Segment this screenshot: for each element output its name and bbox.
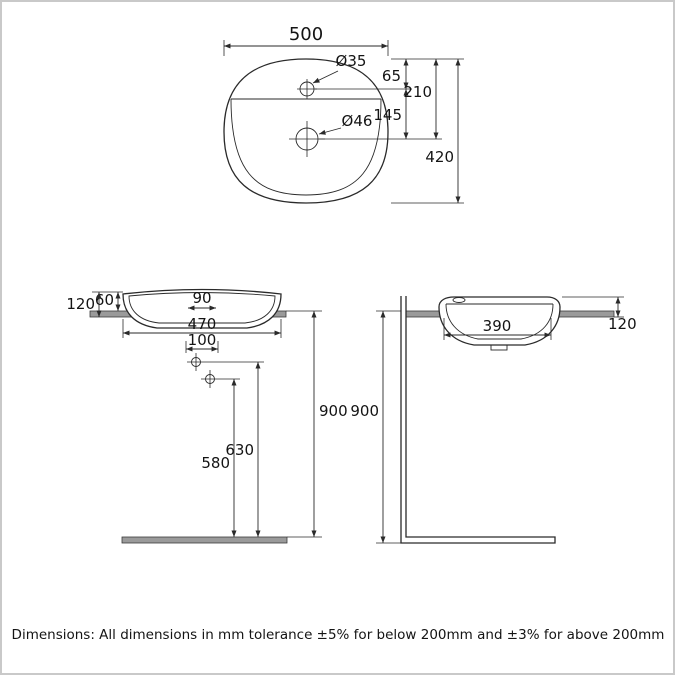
dim-label-drain-dia: Ø46 xyxy=(342,112,373,130)
dim-label-tap-dia: Ø35 xyxy=(336,52,367,70)
dim-tap-platform: 90 xyxy=(188,289,216,311)
dim-label-470: 470 xyxy=(188,315,217,333)
dim-rim-to-shelf: 60 xyxy=(92,291,123,311)
dim-depth-group: 65 145 210 420 xyxy=(315,58,464,204)
dim-label-100: 100 xyxy=(188,331,217,349)
dim-bowl-depth: 390 xyxy=(443,317,552,340)
dim-tap-hole-diameter: Ø35 xyxy=(312,52,367,84)
dim-label-120-front: 120 xyxy=(66,295,95,313)
wall-panel-profile xyxy=(400,296,556,544)
tolerance-note: Dimensions: All dimensions in mm toleran… xyxy=(12,627,665,643)
dim-label-580: 580 xyxy=(201,454,230,472)
dim-label-390: 390 xyxy=(483,317,512,335)
fixing-point-marker-upper xyxy=(187,353,205,371)
floor-line xyxy=(121,536,288,544)
fixing-point-marker-lower xyxy=(201,370,219,388)
dim-label-145: 145 xyxy=(373,106,402,124)
dim-label-120-side: 120 xyxy=(608,315,637,333)
top-plan-view: Ø35 Ø46 500 65 145 210 420 xyxy=(223,24,464,204)
leader-line xyxy=(318,127,342,135)
side-elevation-view: 390 120 900 xyxy=(350,296,637,544)
dim-rim-to-shelf-bottom: 120 xyxy=(66,292,102,317)
dim-label-900-side: 900 xyxy=(350,402,379,420)
dim-label-90: 90 xyxy=(192,289,211,307)
dim-label-60: 60 xyxy=(95,291,114,309)
waste-outlet-side xyxy=(490,344,508,351)
dim-fixing-spacing: 100 xyxy=(185,331,219,353)
dim-drain-diameter: Ø46 xyxy=(318,112,373,135)
dim-outlet-height: 630 xyxy=(205,361,264,537)
basin-front-inner-line xyxy=(128,292,276,324)
basin-inner-bowl-outline xyxy=(230,98,382,196)
leader-line xyxy=(312,70,339,84)
dim-shelf-height-side: 900 xyxy=(350,310,401,544)
front-elevation-view: 90 60 120 470 100 xyxy=(66,288,348,544)
dim-fixing-height: 580 xyxy=(201,378,240,537)
basin-outer-outline xyxy=(223,58,389,204)
dim-label-65: 65 xyxy=(382,67,401,85)
tap-hole-side xyxy=(452,297,466,303)
dim-label-420: 420 xyxy=(425,148,454,166)
dim-label-900-front: 900 xyxy=(319,402,348,420)
dim-shelf-height-front: 900 xyxy=(286,310,348,538)
dim-rim-to-shelf-bottom-side: 120 xyxy=(562,296,637,333)
dim-basin-width: 470 xyxy=(122,315,282,338)
basin-side-inner-line xyxy=(445,303,554,340)
dim-label-500: 500 xyxy=(289,24,323,45)
dim-label-210: 210 xyxy=(403,83,432,101)
dim-overall-width: 500 xyxy=(223,24,389,56)
